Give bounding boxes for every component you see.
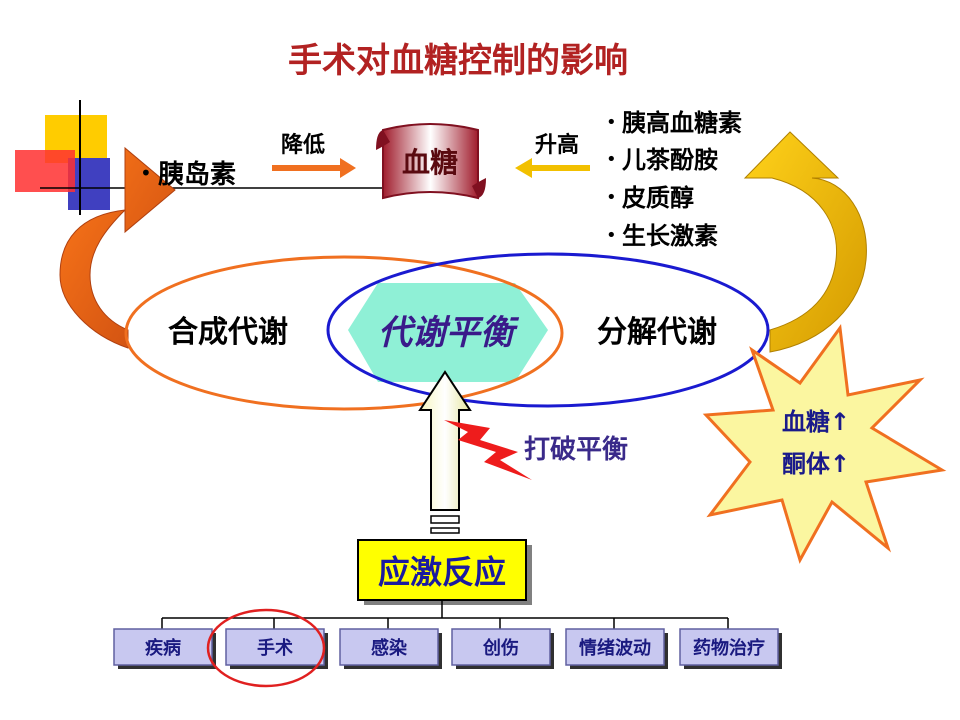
hormone-bullet: • [606, 112, 617, 133]
hormone-bullet: • [606, 225, 617, 246]
surgery-highlight-circle [206, 608, 326, 688]
left-curved-arrow [59, 146, 176, 349]
cause-box [679, 628, 779, 666]
cause-label: 手术 [257, 637, 293, 659]
right-curved-arrow [743, 131, 867, 353]
upward-arrow [418, 370, 472, 534]
balance-label: 代谢平衡 [378, 313, 520, 353]
hormone-bullet: • [606, 187, 617, 208]
cause-box [113, 628, 213, 666]
anabolism-ellipse [124, 255, 564, 411]
hormone-item: 胰高血糖素 [622, 109, 742, 137]
hormone-item: 儿茶酚胺 [622, 146, 718, 174]
insulin-label: 胰岛素 [158, 159, 236, 190]
cause-label: 药物治疗 [693, 637, 765, 659]
raise-label: 升高 [535, 132, 579, 158]
lower-label: 降低 [281, 133, 325, 158]
lightning-icon [444, 420, 532, 480]
stress-response-label: 应激反应 [378, 553, 506, 591]
starburst-line1: 血糖↑ [782, 408, 850, 436]
balance-hexagon [348, 283, 548, 382]
cause-box [451, 628, 551, 666]
catabolism-ellipse [326, 252, 770, 408]
lower-arrow [272, 158, 356, 178]
catabolism-label: 分解代谢 [597, 315, 717, 350]
hormone-item: 生长激素 [622, 222, 718, 250]
cause-boxes: 疾病 手术 感染 创伤 情绪波动 药物治疗 [113, 628, 782, 669]
hormone-item: 皮质醇 [622, 184, 694, 212]
break-balance-label: 打破平衡 [524, 434, 628, 465]
stress-response-box [357, 539, 527, 601]
starburst-line2: 酮体↑ [782, 450, 850, 478]
cause-label: 疾病 [145, 637, 181, 659]
corner-decoration [15, 100, 420, 215]
cause-label: 情绪波动 [579, 637, 651, 659]
raise-arrow [515, 158, 590, 178]
blood-sugar-label: 血糖 [402, 146, 458, 179]
hormone-list: • 胰高血糖素 • 儿茶酚胺 • 皮质醇 • 生长激素 [606, 109, 742, 250]
anabolism-label: 合成代谢 [168, 315, 288, 350]
page-title: 手术对血糖控制的影响 [288, 41, 628, 81]
cause-label: 创伤 [482, 637, 519, 659]
cause-box [565, 628, 665, 666]
cause-box [225, 628, 325, 666]
insulin-bullet: • [140, 161, 152, 185]
blood-sugar-scroll [376, 123, 486, 200]
starburst-shape [702, 324, 947, 564]
connector-lines [161, 600, 729, 630]
hormone-bullet: • [606, 149, 617, 170]
cause-box [339, 628, 439, 666]
cause-label: 感染 [371, 637, 408, 659]
